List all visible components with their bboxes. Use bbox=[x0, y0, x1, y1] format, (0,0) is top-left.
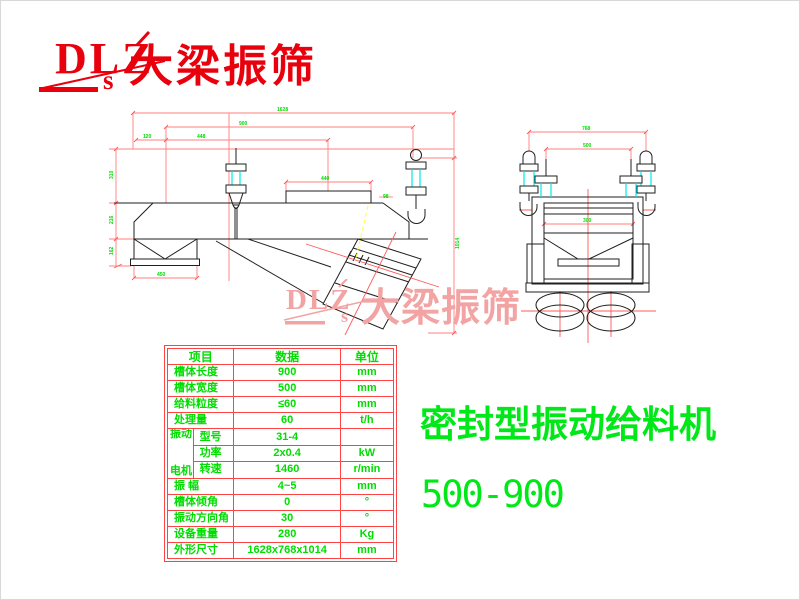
table-row: 外形尺寸 1628x768x1014 mm bbox=[166, 541, 395, 560]
spec-table: 项目 数据 单位 槽体长度 900 mm 槽体宽度 500 mm 给料粒度 ≤6… bbox=[164, 345, 397, 562]
table-row: 振动 电机 型号 31-4 bbox=[167, 428, 395, 479]
front-view-left-hanger-bolt bbox=[519, 150, 539, 216]
dim-label: 216 bbox=[109, 215, 115, 224]
motor-group-bottom-label: 电机 bbox=[170, 465, 192, 478]
table-row: 振 幅 4~5 mm bbox=[166, 477, 395, 495]
row-label: 槽体倾角 bbox=[166, 493, 235, 511]
row-unit bbox=[339, 428, 395, 446]
row-value: 31-4 bbox=[233, 428, 341, 446]
table-row: 功率 2x0.4 kW bbox=[168, 444, 395, 463]
row-unit: mm bbox=[339, 477, 395, 495]
table-row: 振动方向角 30 ° bbox=[166, 509, 395, 527]
row-unit: ° bbox=[339, 493, 395, 511]
row-value: 0 bbox=[233, 493, 341, 511]
header-unit: 单位 bbox=[339, 347, 395, 366]
dim-label: 120 bbox=[143, 134, 152, 140]
motor-group-cell: 振动 电机 bbox=[167, 428, 194, 479]
dim-label: 1628 bbox=[277, 107, 288, 113]
table-row: 槽体宽度 500 mm bbox=[166, 380, 395, 398]
table-row: 给料粒度 ≤60 mm bbox=[166, 396, 395, 414]
dim-label: 450 bbox=[157, 272, 166, 278]
row-label: 功率 bbox=[192, 444, 235, 463]
dim-label: 900 bbox=[239, 121, 248, 127]
front-view-drawing: 768 500 300 bbox=[519, 126, 656, 343]
row-value: 1460 bbox=[233, 461, 341, 479]
row-label: 处理量 bbox=[166, 412, 235, 430]
row-value: 900 bbox=[233, 364, 341, 382]
row-value: 280 bbox=[233, 525, 341, 543]
row-unit: mm bbox=[339, 364, 395, 382]
row-value: ≤60 bbox=[233, 396, 341, 414]
row-unit: mm bbox=[339, 380, 395, 398]
row-value: 500 bbox=[233, 380, 341, 398]
dim-label: 98 bbox=[383, 194, 389, 200]
logo-s-text: s bbox=[103, 65, 114, 95]
logo-underline-bar bbox=[39, 87, 98, 92]
logo-brand-text: 大梁振筛 bbox=[129, 42, 317, 91]
row-value: 2x0.4 bbox=[233, 444, 341, 463]
logo-accent-mark bbox=[135, 30, 151, 47]
row-label: 转速 bbox=[192, 461, 235, 479]
row-label: 设备重量 bbox=[166, 525, 235, 543]
row-label: 槽体宽度 bbox=[166, 380, 235, 398]
logo-dlz-text: DLZ bbox=[55, 34, 155, 83]
row-label: 型号 bbox=[192, 428, 235, 446]
row-unit: Kg bbox=[339, 525, 395, 543]
row-label: 振动方向角 bbox=[166, 509, 235, 527]
side-view-dimension-labels: 1628 900 120 448 440 450 98 310 216 162 … bbox=[109, 107, 461, 278]
table-row: 设备重量 280 Kg bbox=[166, 525, 395, 543]
row-value: 4~5 bbox=[233, 477, 341, 495]
dim-label: 500 bbox=[583, 143, 592, 149]
side-view-dimension-lines bbox=[109, 110, 457, 336]
header-data: 数据 bbox=[233, 347, 341, 366]
table-row: 槽体长度 900 mm bbox=[166, 364, 395, 382]
row-label: 振 幅 bbox=[166, 477, 235, 495]
side-view-right-hanger-bolt bbox=[405, 149, 427, 224]
dim-label: 1014 bbox=[455, 238, 461, 249]
dim-label: 440 bbox=[321, 176, 330, 182]
logo-slash-line bbox=[42, 60, 166, 89]
company-logo-shapes bbox=[39, 30, 166, 92]
front-view-motors bbox=[535, 292, 636, 332]
row-value: 1628x768x1014 bbox=[233, 541, 341, 560]
dim-label: 310 bbox=[109, 170, 115, 179]
product-title-line1: 密封型振动给料机 bbox=[420, 404, 716, 445]
row-label: 外形尺寸 bbox=[166, 541, 235, 560]
row-unit: ° bbox=[339, 509, 395, 527]
table-header-row: 项目 数据 单位 bbox=[166, 347, 395, 366]
front-view-dimension-lines bbox=[526, 129, 649, 227]
row-unit: t/h bbox=[339, 412, 395, 430]
row-label: 槽体长度 bbox=[166, 364, 235, 382]
row-label: 给料粒度 bbox=[166, 396, 235, 414]
table-row: 处理量 60 t/h bbox=[166, 412, 395, 430]
front-view-centerlines bbox=[519, 189, 656, 343]
front-view-body bbox=[525, 196, 650, 332]
row-unit: mm bbox=[339, 541, 395, 560]
row-unit: kW bbox=[339, 444, 395, 463]
front-view-inner-spring-bolts bbox=[534, 159, 643, 197]
dim-label: 768 bbox=[582, 126, 591, 132]
dim-label: 300 bbox=[583, 218, 592, 224]
side-view-body bbox=[114, 190, 440, 336]
row-unit: mm bbox=[339, 396, 395, 414]
table-row: 槽体倾角 0 ° bbox=[166, 493, 395, 511]
row-value: 30 bbox=[233, 509, 341, 527]
dim-label: 448 bbox=[197, 134, 206, 140]
company-logo: DLZ s 大梁振筛 bbox=[1, 1, 341, 111]
table-row: 转速 1460 r/min bbox=[168, 461, 395, 479]
side-view-left-hanger-bolt bbox=[225, 148, 247, 239]
header-item: 项目 bbox=[166, 347, 235, 366]
product-title-line2: 500-900 bbox=[421, 473, 565, 516]
row-unit: r/min bbox=[339, 461, 395, 479]
row-value: 60 bbox=[233, 412, 341, 430]
side-view-vibration-motor bbox=[322, 238, 422, 330]
motor-group-top-label: 振动 bbox=[170, 428, 192, 441]
dim-label: 162 bbox=[109, 246, 115, 255]
side-view-drawing: 1628 900 120 448 440 450 98 310 216 162 … bbox=[109, 107, 461, 336]
front-view-dimension-labels: 768 500 300 bbox=[582, 126, 592, 224]
